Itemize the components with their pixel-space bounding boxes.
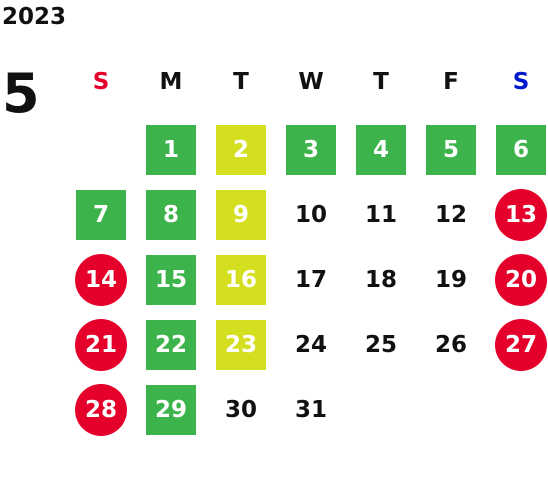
day-cell-20[interactable]: 20: [495, 254, 547, 306]
weekday-tuesday: T: [233, 69, 249, 95]
day-cell-28[interactable]: 28: [75, 384, 127, 436]
day-cell-17[interactable]: 17: [294, 267, 327, 293]
weekday-friday: F: [443, 69, 459, 95]
weekday-monday: M: [159, 69, 183, 95]
weekday-thursday: T: [373, 69, 389, 95]
day-cell-27[interactable]: 27: [495, 319, 547, 371]
day-cell-10[interactable]: 10: [294, 202, 327, 228]
weekday-saturday: S: [512, 69, 530, 95]
month-number: 5: [2, 62, 40, 125]
weekday-sunday: S: [92, 69, 110, 95]
year-label: 2023: [2, 4, 67, 30]
day-cell-1[interactable]: 1: [146, 125, 196, 175]
day-cell-2[interactable]: 2: [216, 125, 266, 175]
day-cell-21[interactable]: 21: [75, 319, 127, 371]
day-cell-7[interactable]: 7: [76, 190, 126, 240]
day-cell-15[interactable]: 15: [146, 255, 196, 305]
day-cell-24[interactable]: 24: [294, 332, 327, 358]
day-cell-23[interactable]: 23: [216, 320, 266, 370]
day-cell-4[interactable]: 4: [356, 125, 406, 175]
day-cell-6[interactable]: 6: [496, 125, 546, 175]
day-cell-26[interactable]: 26: [434, 332, 467, 358]
day-cell-12[interactable]: 12: [434, 202, 467, 228]
day-cell-9[interactable]: 9: [216, 190, 266, 240]
weekday-wednesday: W: [298, 69, 324, 95]
day-cell-5[interactable]: 5: [426, 125, 476, 175]
day-cell-22[interactable]: 22: [146, 320, 196, 370]
day-cell-11[interactable]: 11: [364, 202, 397, 228]
day-cell-16[interactable]: 16: [216, 255, 266, 305]
day-cell-14[interactable]: 14: [75, 254, 127, 306]
day-cell-13[interactable]: 13: [495, 189, 547, 241]
day-cell-3[interactable]: 3: [286, 125, 336, 175]
day-cell-31[interactable]: 31: [294, 397, 327, 423]
day-cell-19[interactable]: 19: [434, 267, 467, 293]
day-cell-29[interactable]: 29: [146, 385, 196, 435]
day-cell-25[interactable]: 25: [364, 332, 397, 358]
day-cell-30[interactable]: 30: [224, 397, 257, 423]
day-cell-8[interactable]: 8: [146, 190, 196, 240]
day-cell-18[interactable]: 18: [364, 267, 397, 293]
